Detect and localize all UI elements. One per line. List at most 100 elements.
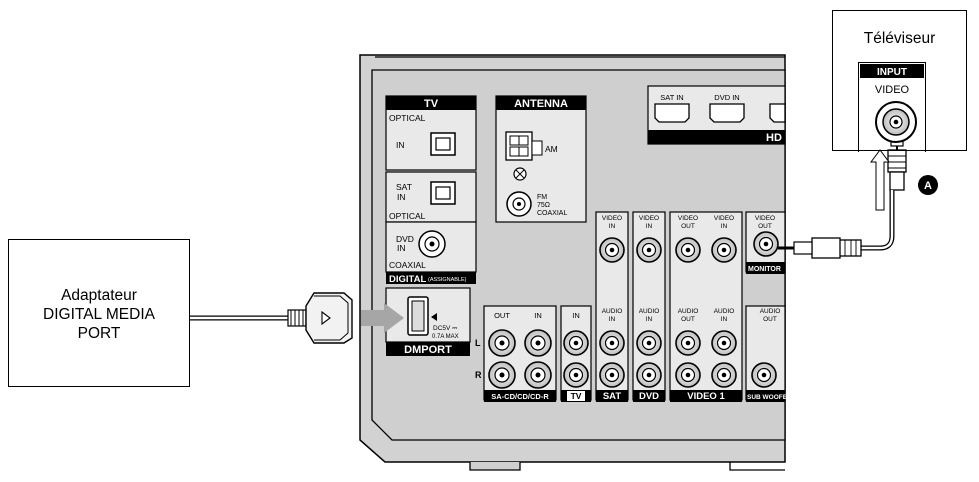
label-hdmi: HD <box>766 132 782 144</box>
label-tv-audio-in: IN <box>572 311 580 320</box>
jack <box>675 237 701 263</box>
subwoofer-jack <box>751 362 777 388</box>
subwoofer-section <box>745 305 786 402</box>
tv-input-panel <box>858 62 926 152</box>
label-monitor: MONITOR <box>748 266 781 273</box>
jack <box>599 237 625 263</box>
rca-jacks <box>488 231 779 389</box>
label-v1-video-in: VIDEO <box>714 215 734 222</box>
label-dvd-in: IN <box>397 243 406 253</box>
callout-badge <box>918 175 938 195</box>
jack <box>711 362 737 388</box>
jack <box>636 362 662 388</box>
jack <box>563 330 589 356</box>
label-sacd: SA-CD/CD/CD-R <box>491 392 549 401</box>
adapter-label-line1: Adaptateur <box>61 287 137 304</box>
label-subwoofer: SUB WOOFER <box>747 394 792 401</box>
label-sat-in: IN <box>397 192 406 202</box>
label-sub-out: OUT <box>763 316 777 323</box>
label-max: 0.7A MAX <box>432 334 459 340</box>
tv-video-label: VIDEO <box>875 84 910 96</box>
adapter-label-line2: DIGITAL MEDIA <box>43 306 155 323</box>
label-sat-audio: AUDIO <box>602 308 623 315</box>
label-tv-audio: TV <box>571 391 582 401</box>
label-sacd-out: OUT <box>494 311 510 320</box>
jack <box>563 362 589 388</box>
label-v1-ain: IN <box>721 316 728 323</box>
label-sacd-l: L <box>475 338 481 348</box>
label-fm: FM <box>537 194 547 201</box>
label-dvd-audio: AUDIO <box>639 308 660 315</box>
tv-audio-section <box>560 305 592 402</box>
label-v1-in: IN <box>721 223 728 230</box>
label-antenna: ANTENNA <box>514 98 568 110</box>
adapter-label-line3: PORT <box>77 325 121 342</box>
antenna-section <box>495 95 587 223</box>
dmport-section <box>385 287 471 356</box>
label-v1-audio-out: AUDIO <box>678 308 699 315</box>
tv-box <box>832 10 967 151</box>
label-ohm: 75Ω <box>537 202 550 209</box>
jack <box>675 330 701 356</box>
label-hdmi-dvd-in: DVD IN <box>714 93 739 102</box>
jack <box>711 237 737 263</box>
label-v1-out: OUT <box>681 223 695 230</box>
label-tv-header: TV <box>424 98 439 110</box>
label-assignable: (ASSIGNABLE) <box>428 277 467 283</box>
tv-input-label: INPUT <box>877 67 907 78</box>
tv-input-jack <box>860 64 924 143</box>
label-dc: DC5V ⎓ <box>433 325 457 332</box>
label-sat: SAT <box>396 182 412 192</box>
label-digital: DIGITAL <box>389 274 426 285</box>
label-sat-av: SAT <box>603 391 621 402</box>
jack <box>675 362 701 388</box>
jack <box>599 330 625 356</box>
jack <box>524 361 552 389</box>
dmport-adapter-box <box>8 239 190 387</box>
monitor-jack <box>753 231 779 257</box>
tv-optical-section <box>385 95 477 171</box>
label-sacd-r: R <box>475 370 482 380</box>
label-antenna-coaxial: COAXIAL <box>537 210 567 217</box>
insert-arrow <box>361 303 404 333</box>
jack <box>524 329 552 357</box>
label-sat-video-in: IN <box>609 223 616 230</box>
jack <box>488 329 516 357</box>
label-sub-audio: AUDIO <box>760 308 781 315</box>
label-v1-aout: OUT <box>681 316 695 323</box>
label-video1: VIDEO 1 <box>687 391 725 402</box>
label-v1-video-out: VIDEO <box>678 215 698 222</box>
dmport-cable <box>190 292 353 344</box>
label-hdmi-sat-in: SAT IN <box>660 93 683 102</box>
adapter-label: Adaptateur DIGITAL MEDIA PORT <box>8 286 190 343</box>
label-sat-optical: OPTICAL <box>389 211 426 221</box>
jack <box>488 361 516 389</box>
jack <box>636 330 662 356</box>
label-am: AM <box>545 144 558 154</box>
panel-labels: TV OPTICAL IN SAT IN OPTICAL DVD IN COAX… <box>389 67 932 402</box>
jack <box>711 330 737 356</box>
label-sat-audio-in: IN <box>609 316 616 323</box>
hdmi-section <box>647 85 786 145</box>
label-dvd-av: DVD <box>639 391 659 402</box>
label-monitor-out: OUT <box>758 223 772 230</box>
label-dvd-video: VIDEO <box>639 215 659 222</box>
label-dvd-audio-in: IN <box>646 316 653 323</box>
label-dvd-video-in: IN <box>646 223 653 230</box>
label-optical: OPTICAL <box>389 113 426 123</box>
label-monitor-video: VIDEO <box>755 215 775 222</box>
jack <box>636 237 662 263</box>
callout-letter: A <box>924 180 932 192</box>
jack <box>599 362 625 388</box>
label-sat-video: VIDEO <box>602 215 622 222</box>
label-v1-audio-in: AUDIO <box>714 308 735 315</box>
label-tv-in: IN <box>396 140 405 150</box>
label-sacd-in: IN <box>534 311 542 320</box>
tv-title: Téléviseur <box>863 30 936 47</box>
label-dmport: DMPORT <box>404 344 452 356</box>
label-dvd: DVD <box>396 234 414 244</box>
dvd-coaxial-section <box>385 221 477 284</box>
label-coaxial: COAXIAL <box>389 260 426 270</box>
